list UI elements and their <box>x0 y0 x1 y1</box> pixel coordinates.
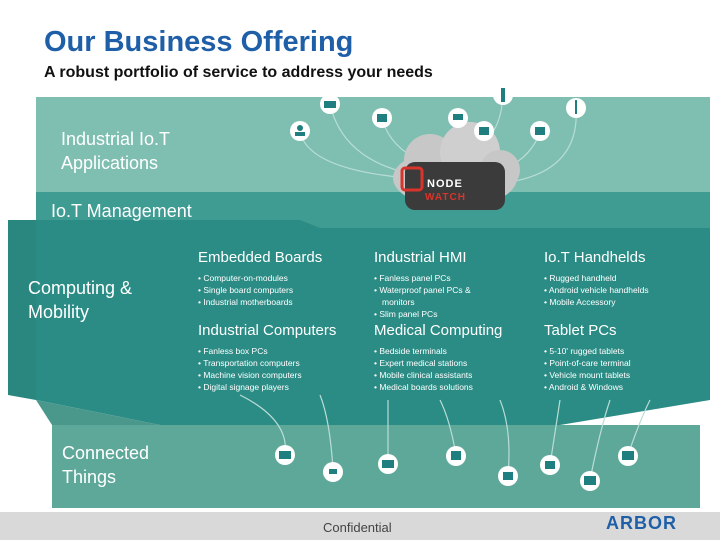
category-item: Single board computers <box>198 284 322 296</box>
oil-pump-icon <box>530 121 550 141</box>
category-item: Fanless box PCs <box>198 345 336 357</box>
forklift-icon <box>378 454 398 474</box>
category-item: Mobile Accessory <box>544 296 649 308</box>
category-item: Waterproof panel PCs & monitors <box>374 284 492 308</box>
category-item: 5-10' rugged tablets <box>544 345 631 357</box>
category-industrial-computers: Industrial Computers Fanless box PCs Tra… <box>198 322 336 393</box>
cloud-icon <box>393 122 520 210</box>
category-title: Tablet PCs <box>544 322 617 339</box>
category-item: Expert medical stations <box>374 357 502 369</box>
wifi-icon <box>323 462 343 482</box>
category-item: Industrial motherboards <box>198 296 322 308</box>
category-item: Rugged handheld <box>544 272 649 284</box>
monitor-icon <box>580 471 600 491</box>
category-title: Io.T Handhelds <box>544 249 646 266</box>
category-item: Computer-on-modules <box>198 272 322 284</box>
layer-computing-mobility: Computing & Mobility <box>28 278 133 322</box>
vehicle-icon <box>498 466 518 486</box>
category-industrial-hmi: Industrial HMI Fanless panel PCs Waterpr… <box>374 249 492 320</box>
robot-arm-icon <box>474 121 494 141</box>
person-icon <box>290 121 310 141</box>
page-title: Our Business Offering <box>44 26 354 58</box>
wind-turbine-icon <box>566 98 586 118</box>
category-tablet-pcs: Tablet PCs 5-10' rugged tablets Point-of… <box>544 322 631 393</box>
printer-icon <box>618 446 638 466</box>
category-iot-handhelds: Io.T Handhelds Rugged handheld Android v… <box>544 249 649 308</box>
category-title: Medical Computing <box>374 322 503 339</box>
category-item: Bedside terminals <box>374 345 502 357</box>
video-icon <box>540 455 560 475</box>
category-item: Mobile clinical assistants <box>374 369 502 381</box>
robot-arm-icon <box>446 446 466 466</box>
category-item: Fanless panel PCs <box>374 272 492 284</box>
page-subtitle: A robust portfolio of service to address… <box>44 64 433 81</box>
category-item: Machine vision computers <box>198 369 336 381</box>
confidential-label: Confidential <box>323 520 392 535</box>
category-item: Slim panel PCs <box>374 308 492 320</box>
layer-connected-things: Connected Things <box>62 443 150 487</box>
machine-icon <box>275 445 295 465</box>
category-item: Digital signage players <box>198 381 336 393</box>
category-item: Medical boards solutions <box>374 381 502 393</box>
category-medical-computing: Medical Computing Bedside terminals Expe… <box>374 322 502 393</box>
category-item: Transportation computers <box>198 357 336 369</box>
layer-iot-applications: Industrial Io.T Applications <box>61 129 170 173</box>
category-title: Industrial HMI <box>374 249 467 266</box>
footer-bar <box>0 512 720 540</box>
category-item: Android vehicle handhelds <box>544 284 649 296</box>
category-title: Industrial Computers <box>198 322 337 339</box>
company-logo: ARBOR <box>606 513 677 533</box>
cloud-logo-line1: NODE <box>427 178 463 190</box>
category-item: Point-of-care terminal <box>544 357 630 369</box>
factory-icon <box>320 94 340 114</box>
camera-icon <box>372 108 392 128</box>
cart-icon <box>448 108 468 128</box>
tower-icon <box>493 85 513 105</box>
category-embedded-boards: Embedded Boards Computer-on-modules Sing… <box>198 249 322 308</box>
category-title: Embedded Boards <box>198 249 323 266</box>
layer-iot-management: Io.T Management <box>51 201 192 221</box>
cloud-logo-line2: WATCH <box>425 192 466 203</box>
category-item: Vehicle mount tablets <box>544 369 631 381</box>
category-item: Android & Windows <box>544 381 631 393</box>
